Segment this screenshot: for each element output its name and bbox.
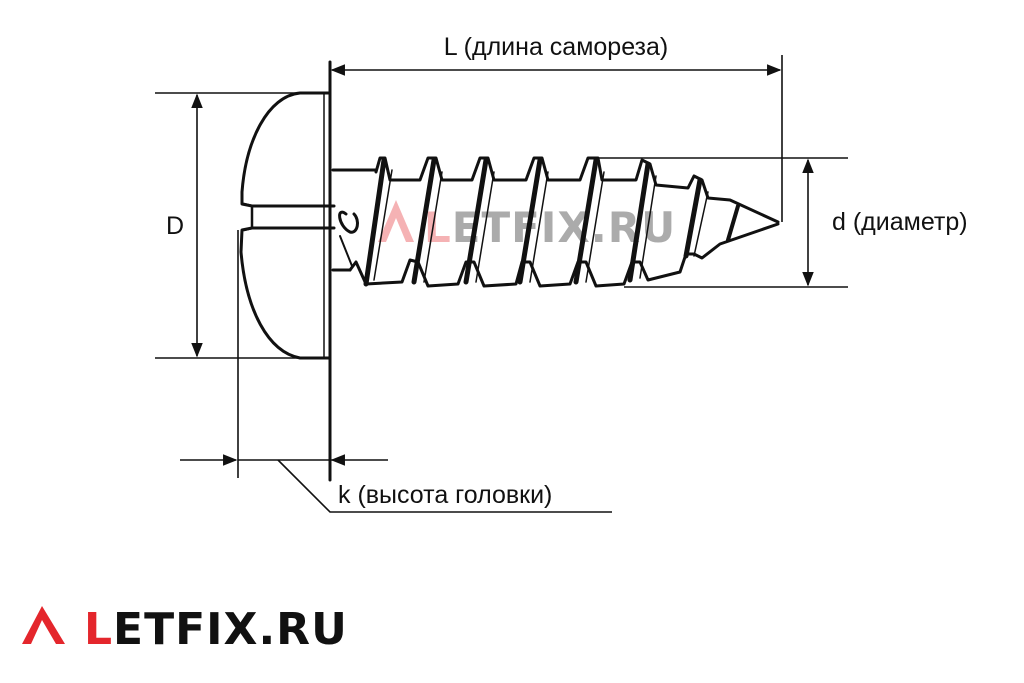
head-height-label: k (высота головки) (338, 481, 552, 509)
watermark-triangle-icon (378, 200, 414, 242)
length-label: L (длина самореза) (444, 33, 669, 61)
dimension-lines (155, 55, 848, 513)
head-diameter-label: D (166, 212, 184, 240)
head-height-leader (277, 459, 612, 513)
logo-text: LETFIX.RU (84, 604, 348, 655)
logo: LETFIX.RU (22, 604, 348, 655)
diameter-label: d (диаметр) (832, 208, 968, 236)
screw-shank (331, 156, 780, 288)
screw-head (239, 60, 336, 482)
letfix-triangle-icon (22, 606, 65, 644)
